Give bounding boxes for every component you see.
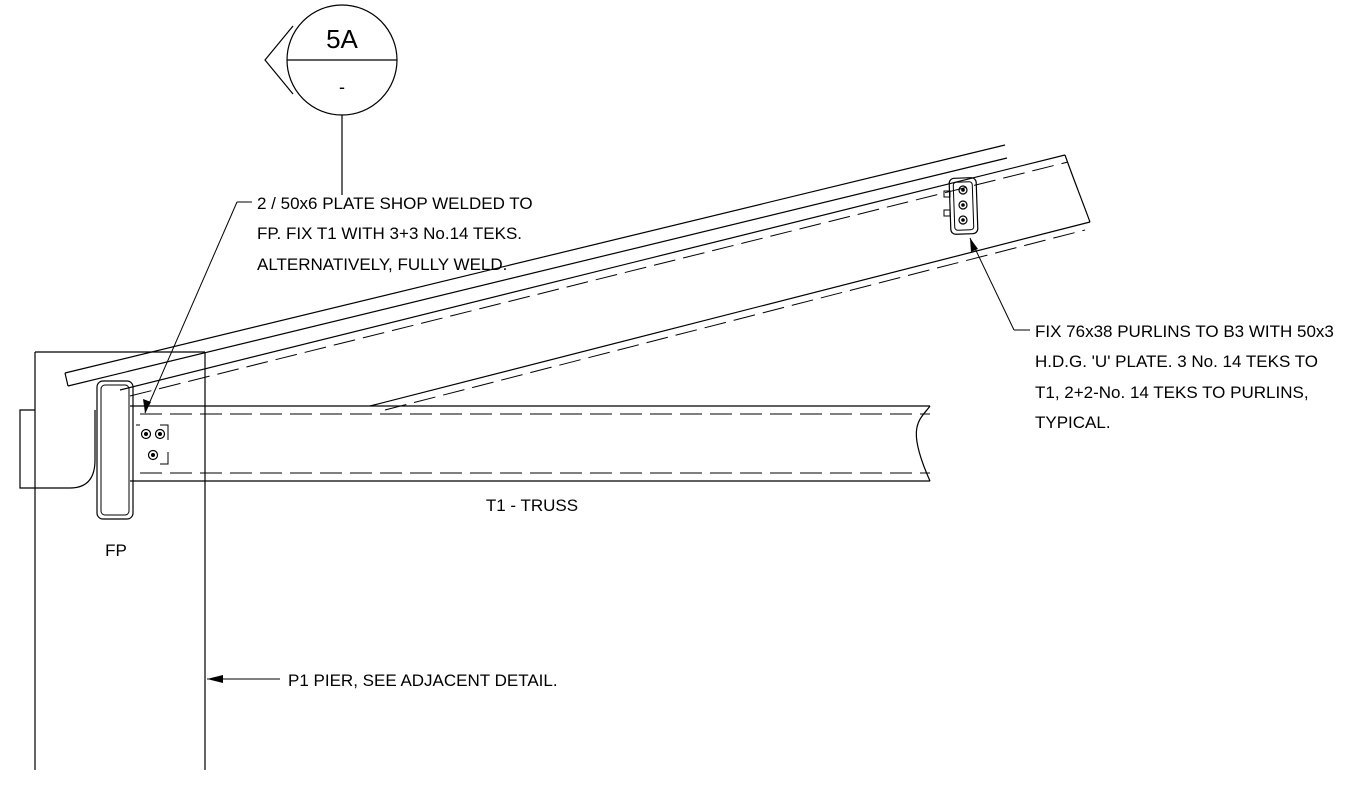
purlin-note-leader bbox=[969, 237, 1030, 331]
p1-pier bbox=[34, 351, 206, 770]
plate-note-line-1: 2 / 50x6 PLATE SHOP WELDED TO bbox=[257, 194, 533, 213]
detail-tag-sheet: - bbox=[339, 77, 345, 97]
fp-plate bbox=[96, 380, 134, 520]
u-plate-purlin bbox=[943, 177, 979, 235]
bottom-chord bbox=[130, 405, 931, 482]
purlin-note-line-2: H.D.G. 'U' PLATE. 3 No. 14 TEKS TO bbox=[1035, 352, 1318, 371]
truss-label: T1 - TRUSS bbox=[486, 496, 578, 515]
purlin-note-line-1: FIX 76x38 PURLINS TO B3 WITH 50x3 bbox=[1035, 322, 1334, 341]
purlin-note-line-3: T1, 2+2-No. 14 TEKS TO PURLINS, bbox=[1035, 383, 1309, 402]
detail-tag: 5A - bbox=[264, 4, 398, 195]
plate-note-leader bbox=[143, 201, 252, 414]
side-bracket bbox=[19, 409, 96, 489]
purlin-note-line-4: TYPICAL. bbox=[1035, 413, 1111, 432]
roof-sheet bbox=[64, 144, 1008, 387]
fp-label: FP bbox=[105, 541, 127, 560]
connection-bolts bbox=[136, 424, 169, 465]
plate-note-line-3: ALTERNATIVELY, FULLY WELD. bbox=[257, 255, 507, 274]
plate-note-line-2: FP. FIX T1 WITH 3+3 No.14 TEKS. bbox=[257, 224, 522, 243]
pier-note-leader bbox=[207, 675, 280, 683]
pier-note: P1 PIER, SEE ADJACENT DETAIL. bbox=[288, 671, 558, 690]
top-chord bbox=[119, 154, 1091, 411]
detail-tag-number: 5A bbox=[326, 24, 358, 54]
